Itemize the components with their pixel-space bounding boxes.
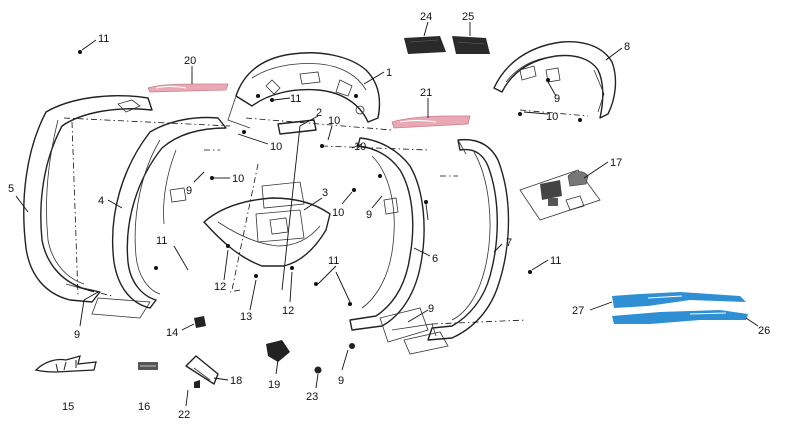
callout-10-c: 10: [328, 115, 340, 127]
callout-17: 17: [610, 157, 622, 169]
callout-23: 23: [306, 391, 318, 403]
callout-24: 24: [420, 11, 432, 23]
callout-6: 6: [432, 253, 438, 265]
callout-9-bottom-right: 9: [428, 303, 434, 315]
part-14-clip: [194, 316, 206, 328]
decal-24: [404, 36, 446, 54]
fastener-markers: [78, 50, 582, 306]
callout-27: 27: [572, 305, 584, 317]
callout-10-b: 10: [232, 173, 244, 185]
part-17-switch-assembly: [519, 169, 601, 221]
leader-lines: [15, 21, 759, 407]
emblem-15: [34, 355, 97, 373]
part-1-front-cowl: [227, 52, 381, 129]
part-5-left-side-panel: [23, 94, 153, 303]
callout-12-b: 12: [282, 305, 294, 317]
decal-20: [147, 83, 229, 93]
decal-21: [391, 115, 471, 129]
callout-1: 1: [386, 67, 392, 79]
callout-9-center-left: 9: [186, 185, 192, 197]
callout-18: 18: [230, 375, 242, 387]
part-9-screw-center: [349, 343, 355, 349]
stripe-27: [612, 292, 746, 308]
part-18-bracket: [185, 355, 219, 388]
callout-11-a: 11: [98, 33, 109, 45]
callout-8: 8: [624, 41, 630, 53]
callout-labels: 1 2 3 4 5 6 7 8 9 9 9 9 9 9 10 10 10 10 …: [8, 11, 770, 421]
callout-20: 20: [184, 55, 196, 67]
part-6-inner-right-shield: [349, 137, 449, 355]
callout-7: 7: [506, 237, 512, 249]
callout-10-a: 10: [270, 141, 282, 153]
callout-21: 21: [420, 87, 432, 99]
callout-15: 15: [62, 401, 74, 413]
callout-16: 16: [138, 401, 150, 413]
callout-2: 2: [316, 107, 322, 119]
callout-25: 25: [462, 11, 474, 23]
callout-9-left: 9: [74, 329, 80, 341]
callout-22: 22: [178, 409, 190, 421]
callout-19: 19: [268, 379, 280, 391]
part-19-bracket: [266, 340, 290, 362]
badge-16: [138, 362, 158, 370]
callout-10-e: 10: [332, 207, 344, 219]
callout-12-a: 12: [214, 281, 226, 293]
callout-5: 5: [8, 183, 14, 195]
callout-11-e: 11: [550, 255, 561, 267]
part-4-inner-left-shield: [91, 116, 227, 319]
callout-11-c: 11: [156, 235, 167, 247]
part-23-grommet: [314, 366, 322, 374]
callout-3: 3: [322, 187, 328, 199]
callout-10-f: 10: [546, 111, 558, 123]
callout-26: 26: [758, 325, 770, 337]
decal-25: [452, 36, 490, 54]
callout-4: 4: [98, 195, 104, 207]
callout-11-d: 11: [328, 255, 339, 267]
callout-11-b: 11: [290, 93, 301, 105]
callout-14: 14: [166, 327, 178, 339]
part-3-center-lower-cover: [203, 181, 331, 267]
callout-13: 13: [240, 311, 252, 323]
callout-9-bottom: 9: [338, 375, 344, 387]
part-8-rear-cowl: [493, 41, 617, 119]
callout-9-center-right: 9: [366, 209, 372, 221]
part-2-label-plate: [277, 119, 317, 135]
part-7-right-side-panel: [391, 138, 510, 341]
stripe-26: [612, 310, 748, 324]
callout-10-d: 10: [354, 141, 366, 153]
assembly-centerlines: [63, 109, 589, 325]
callout-9-top-right: 9: [554, 93, 560, 105]
